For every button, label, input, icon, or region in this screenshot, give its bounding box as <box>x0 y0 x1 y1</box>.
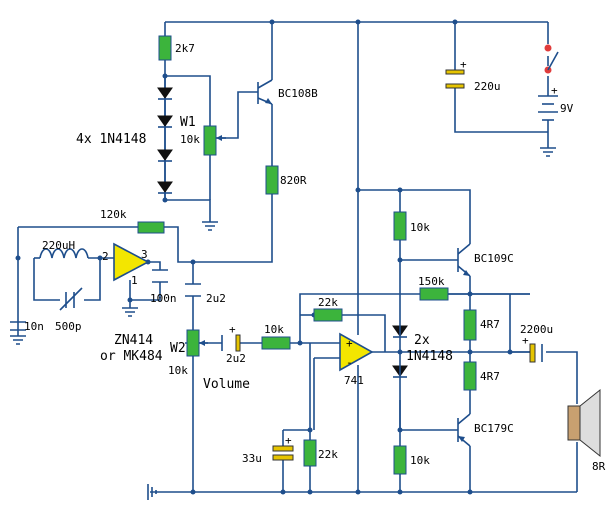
label-2200u: 2200u <box>520 323 553 336</box>
label-diodes: 4x 1N4148 <box>76 132 146 147</box>
resistor-2k7 <box>158 35 172 61</box>
label-2u2-horizontal: 2u2 <box>226 352 246 365</box>
label-10n: 10n <box>24 320 44 333</box>
speaker <box>567 388 601 458</box>
inductor-220uh <box>39 248 89 259</box>
diode-stack-4x <box>157 76 173 200</box>
label-4r7-b: 4R7 <box>480 370 500 383</box>
svg-text:+: + <box>551 84 558 97</box>
label-2u2-vertical: 2u2 <box>206 292 226 305</box>
label-500p: 500p <box>55 320 82 333</box>
battery-9v <box>538 95 558 128</box>
label-220uh: 220uH <box>42 239 75 252</box>
label-120k: 120k <box>100 208 127 221</box>
resistor-820r <box>265 165 279 195</box>
label-10k-top: 10k <box>410 221 430 234</box>
label-w2: W2 <box>170 341 186 356</box>
label-pin2: 2 <box>102 250 109 263</box>
svg-text:+: + <box>522 334 529 347</box>
resistor-4r7-b <box>463 361 477 391</box>
label-150k: 150k <box>418 275 445 288</box>
polarity-marks: + + + + + + - <box>229 58 558 447</box>
svg-text:-: - <box>346 356 353 369</box>
resistor-150k <box>419 287 449 301</box>
label-2x: 2x <box>414 333 430 348</box>
label-bc109c: BC109C <box>474 252 514 265</box>
label-4r7-a: 4R7 <box>480 318 500 331</box>
transistor-bc109c <box>457 243 471 277</box>
labels: 2k7 BC108B 820R W1 10k 4x 1N4148 220u 9V… <box>24 42 606 473</box>
label-zn414: ZN414 <box>114 333 153 348</box>
label-820r: 820R <box>280 174 307 187</box>
label-220u: 220u <box>474 80 501 93</box>
ic-zn414 <box>113 242 150 282</box>
svg-text:+: + <box>229 323 236 336</box>
resistor-4r7-a <box>463 309 477 341</box>
capacitors <box>10 69 543 461</box>
label-10k-bottom: 10k <box>410 454 430 467</box>
switch <box>544 44 559 74</box>
pot-w1 <box>203 125 226 156</box>
label-pin3: 3 <box>141 248 148 261</box>
svg-text:+: + <box>285 434 292 447</box>
label-w2-value: 10k <box>168 364 188 377</box>
pot-w2 <box>186 329 208 357</box>
ground-symbols <box>10 147 556 500</box>
label-bc108b: BC108B <box>278 87 318 100</box>
resistor-10k-input <box>261 336 291 350</box>
label-w1-value: 10k <box>180 133 200 146</box>
resistor-22k-bottom <box>303 439 317 467</box>
label-10k-input: 10k <box>264 323 284 336</box>
resistors <box>137 35 477 475</box>
label-mk484: or MK484 <box>100 349 163 364</box>
resistor-10k-bottom <box>393 445 407 475</box>
resistor-22k-feedback <box>313 308 343 322</box>
label-9v: 9V <box>560 102 574 115</box>
svg-text:+: + <box>346 337 353 350</box>
label-2x-1n4148: 1N4148 <box>406 349 453 364</box>
label-w1: W1 <box>180 115 196 130</box>
label-741: 741 <box>344 374 364 387</box>
label-8r: 8R <box>592 460 606 473</box>
opamp-741 <box>339 332 374 372</box>
label-100n: 100n <box>150 292 177 305</box>
resistor-10k-top <box>393 211 407 241</box>
label-22k-feedback: 22k <box>318 296 338 309</box>
svg-text:+: + <box>460 58 467 71</box>
label-2k7: 2k7 <box>175 42 195 55</box>
resistor-120k <box>137 221 165 234</box>
diode-stack-2x <box>392 322 408 380</box>
label-22k-bottom: 22k <box>318 448 338 461</box>
junction-dots <box>15 19 513 495</box>
label-volume: Volume <box>203 377 250 392</box>
label-pin1: 1 <box>131 274 138 287</box>
transistor-bc179c <box>457 413 471 447</box>
label-bc179c: BC179C <box>474 422 514 435</box>
transistor-bc108b <box>257 79 273 105</box>
label-33u: 33u <box>242 452 262 465</box>
